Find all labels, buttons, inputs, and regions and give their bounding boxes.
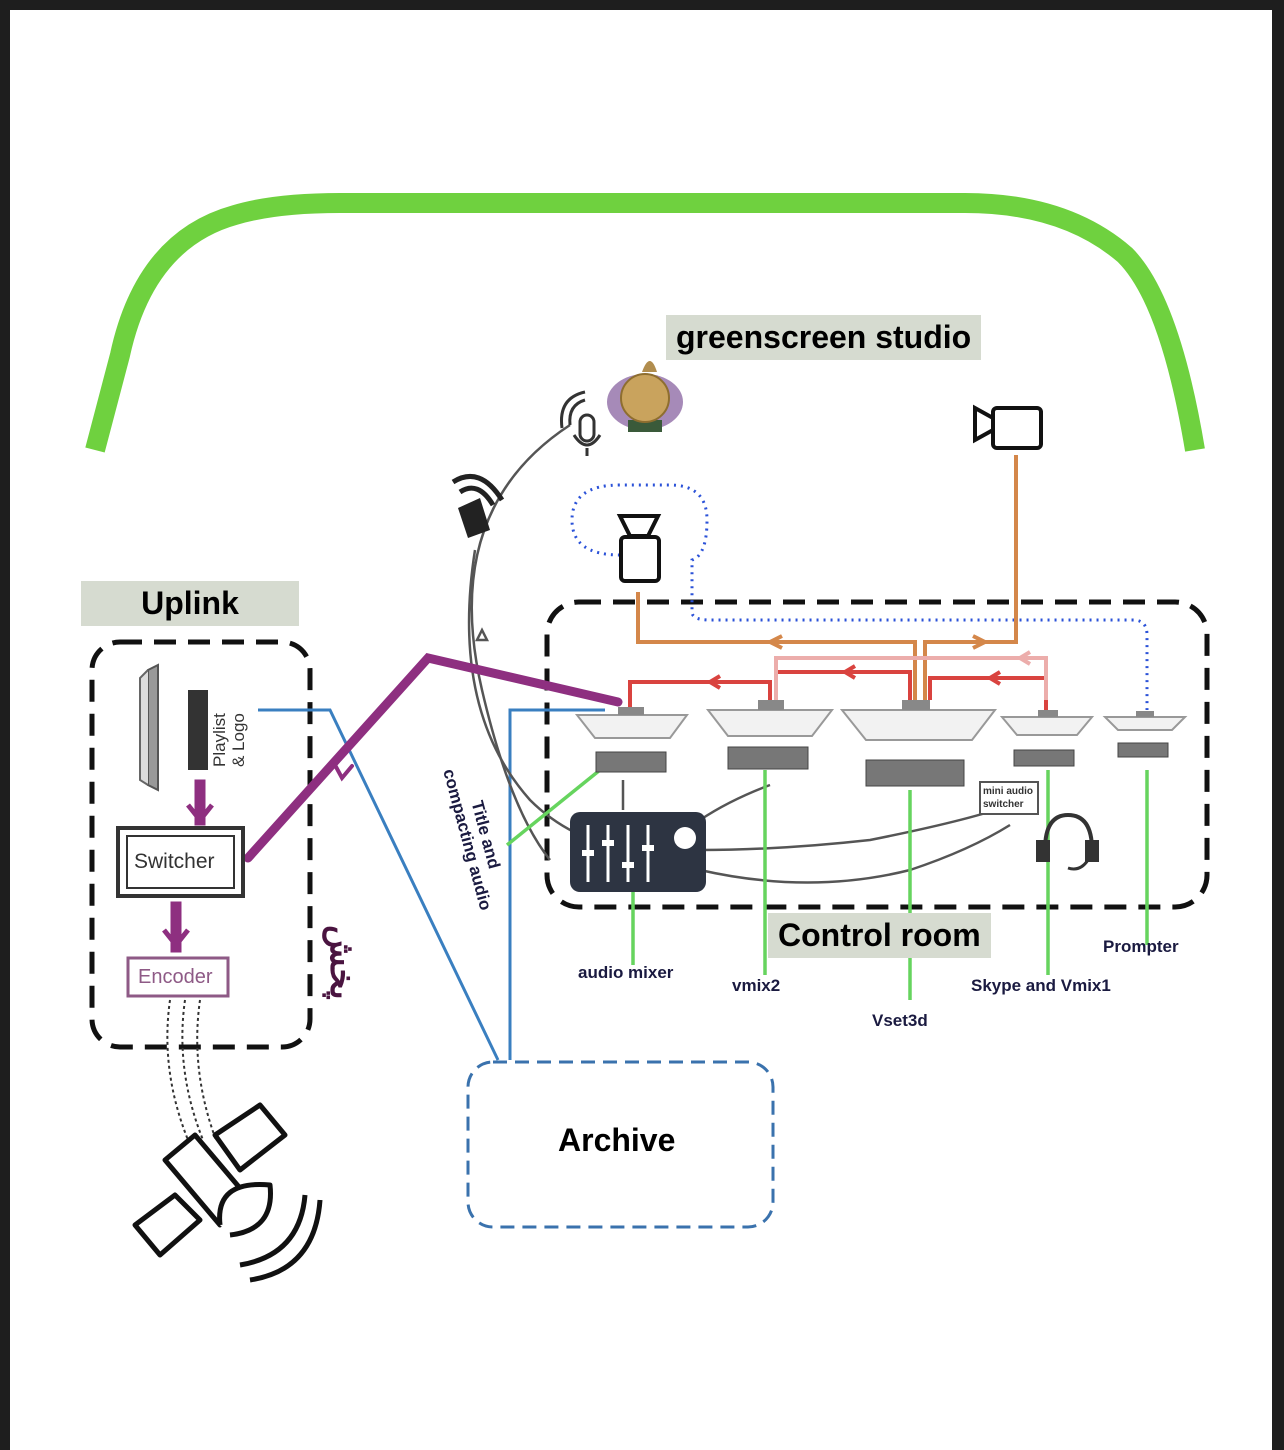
station-vmix2: vmix2 xyxy=(732,976,781,995)
uplink-label: Uplink xyxy=(81,581,299,626)
station-skype-vmix1: Skype and Vmix1 xyxy=(971,976,1111,995)
diagram-canvas: greenscreen studio Uplink Control room A… xyxy=(10,10,1272,1450)
monitor-vset3d xyxy=(839,700,998,787)
greenscreen-studio-label: greenscreen studio xyxy=(666,315,982,360)
encoder-box xyxy=(126,956,230,998)
mini-audio-switcher xyxy=(979,781,1039,815)
switcher-label: Switcher xyxy=(134,850,215,873)
archive-links xyxy=(258,708,605,1061)
playlist-monitor xyxy=(139,663,208,792)
station-prompter: Prompter xyxy=(1103,937,1179,956)
uplink-feed xyxy=(243,653,623,863)
video-links-light xyxy=(774,650,1048,700)
logo-label: & Logo xyxy=(229,713,248,767)
station-vset3d: Vset3d xyxy=(872,1011,928,1030)
playlist-logo-label: Playlist & Logo xyxy=(210,713,248,767)
switcher-box xyxy=(116,826,245,898)
audio-mixer-console xyxy=(570,812,706,892)
speaker-icon xyxy=(451,473,505,538)
station-lines xyxy=(505,768,1149,1000)
satellite-icon xyxy=(132,1102,323,1283)
uplink-purple-arrows xyxy=(162,779,214,953)
encoder-label: Encoder xyxy=(138,966,213,988)
microphone-icon xyxy=(559,390,602,456)
camera-feeds xyxy=(636,455,1018,710)
mini-audio-label: mini audio xyxy=(983,786,1033,797)
monitor-audio-mixer xyxy=(574,707,689,773)
audio-routing-lines xyxy=(467,423,1011,884)
archive-label: Archive xyxy=(558,1122,676,1158)
uplink-boundary xyxy=(89,639,313,1050)
control-room-boundary xyxy=(544,599,1210,910)
playlist-label: Playlist xyxy=(210,713,229,767)
switcher-word-label: switcher xyxy=(983,799,1024,810)
camera-icon xyxy=(973,404,1043,450)
control-room-label: Control room xyxy=(768,913,991,958)
video-links xyxy=(628,664,1048,710)
monitor-vmix2 xyxy=(705,700,835,770)
monitor-skype-vmix1 xyxy=(999,710,1095,767)
headset-icon xyxy=(1036,812,1099,871)
monitor-prompter xyxy=(1102,711,1188,758)
archive-boundary xyxy=(466,1060,775,1229)
encoder-link xyxy=(166,999,217,1141)
diagram-graphics xyxy=(85,193,1210,1283)
station-audio-mixer: audio mixer xyxy=(578,963,674,982)
studio-boundary-arc xyxy=(85,193,1205,453)
mini-audio-switcher-label: mini audio switcher xyxy=(983,785,1033,811)
prompter-link-line xyxy=(570,483,1149,710)
presenter-figure xyxy=(607,361,683,432)
prompter-camera-icon xyxy=(616,514,662,583)
broadcast-persian-label: پخش xyxy=(323,925,361,1000)
